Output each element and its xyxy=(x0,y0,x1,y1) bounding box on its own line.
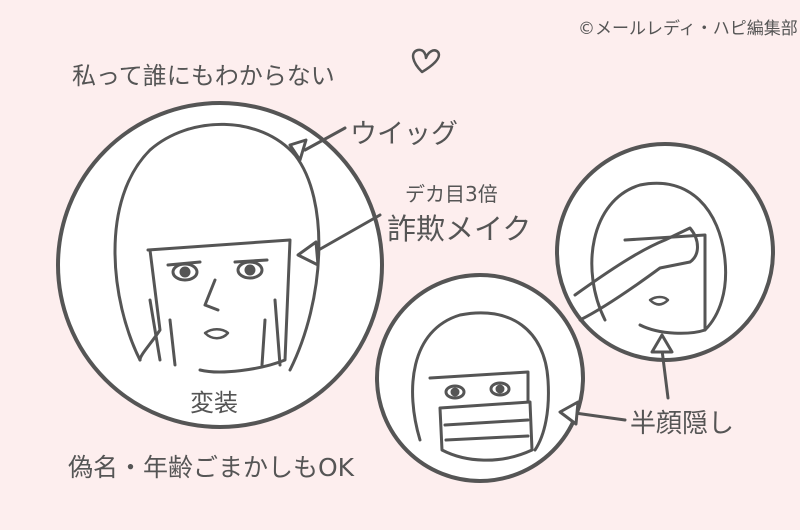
label-wig: ウイッグ xyxy=(350,119,458,150)
arrow-makeup xyxy=(313,213,382,254)
face-wig xyxy=(113,122,321,374)
label-makeup: 詐欺メイク xyxy=(387,212,532,246)
label-disguise: 変装 xyxy=(190,389,238,417)
arrow-wig xyxy=(303,126,347,152)
face-circle-half xyxy=(555,142,775,362)
arrow-half-left xyxy=(573,411,627,422)
label-eyes: デカ目3倍 xyxy=(405,182,498,206)
face-half xyxy=(573,181,728,335)
face-circle-disguise xyxy=(56,101,384,429)
label-fake-name: 偽名・年齢ごまかしもOK xyxy=(68,453,355,482)
credit-text: ©メールレディ・ハピ編集部 xyxy=(578,19,798,39)
headline: 私って誰にもわからない xyxy=(72,62,335,90)
arrow-half-up xyxy=(660,348,670,400)
face-mask xyxy=(411,311,550,462)
label-half-face: 半顔隠し xyxy=(630,409,735,439)
heart-icon xyxy=(411,48,441,74)
